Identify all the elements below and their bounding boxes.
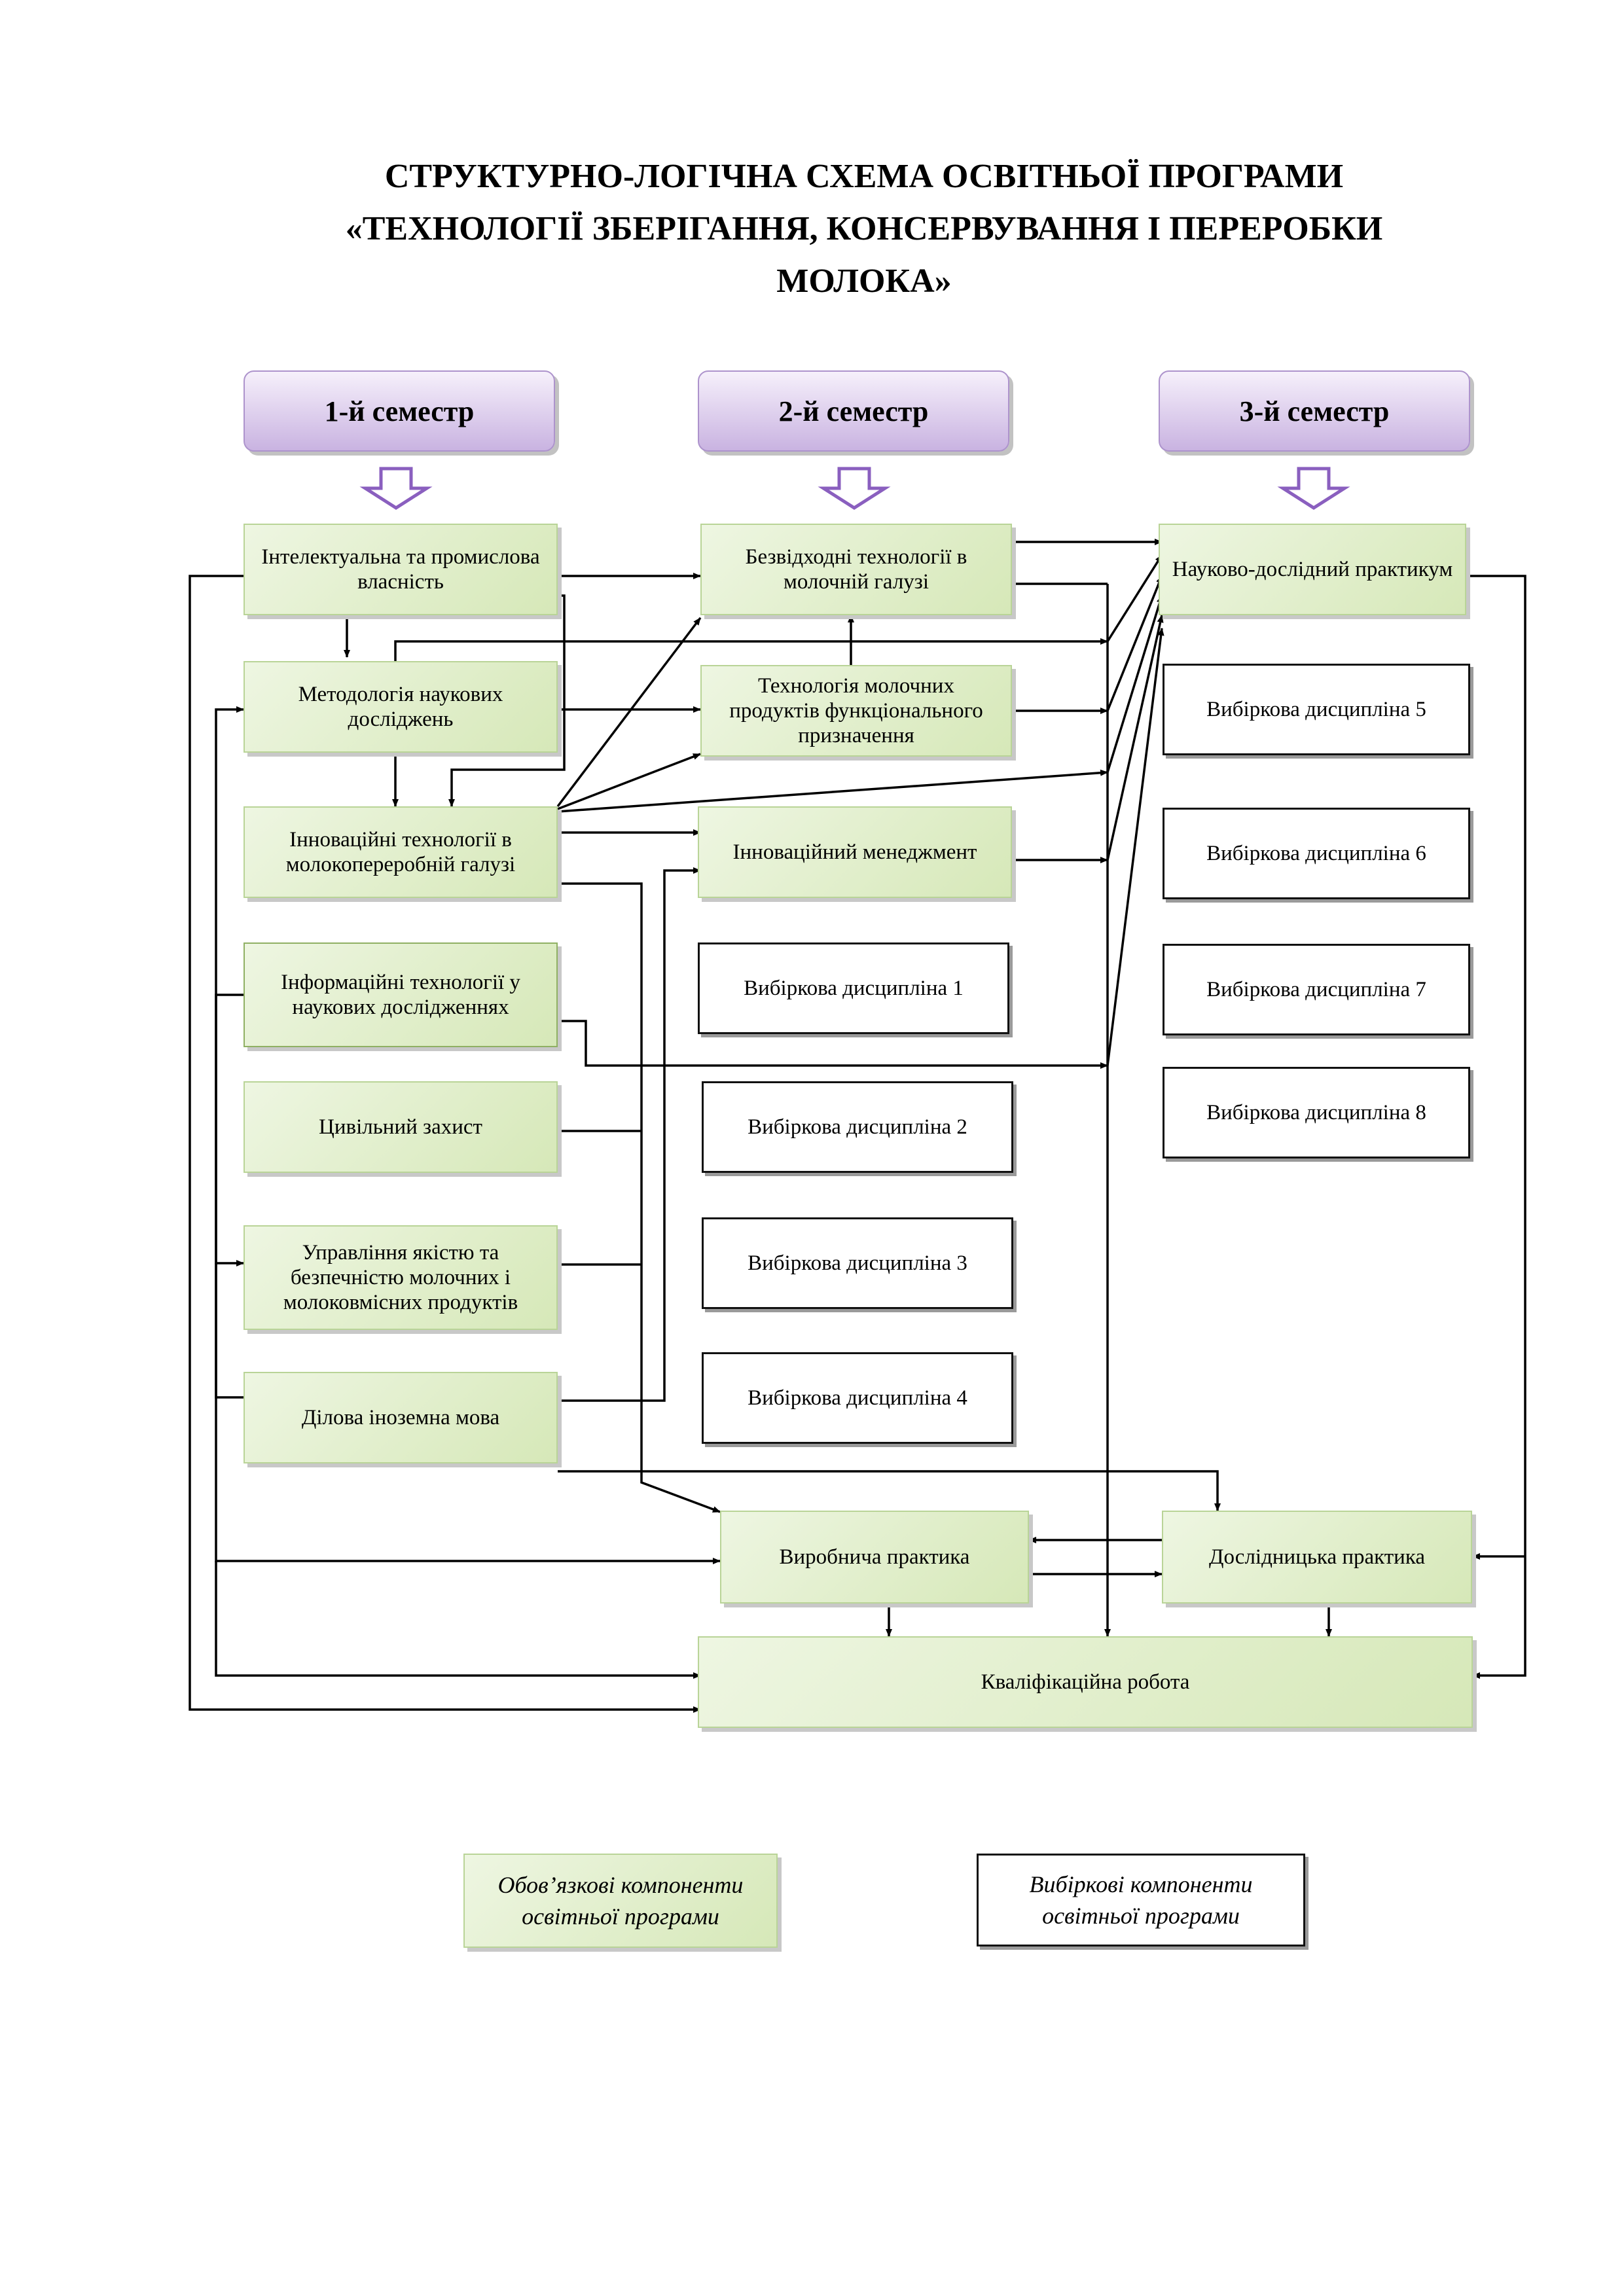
page-title-line-2: «ТЕХНОЛОГІЇ ЗБЕРІГАННЯ, КОНСЕРВУВАННЯ І … bbox=[345, 210, 1383, 247]
elective-course-2: Вибіркова дисципліна 2 bbox=[702, 1081, 1013, 1173]
course-intellectual-property: Інтелектуальна та промислова власність bbox=[244, 524, 558, 615]
elective-course-3: Вибіркова дисципліна 3 bbox=[702, 1217, 1013, 1309]
course-innovation-management: Інноваційний менеджмент bbox=[698, 806, 1012, 898]
course-quality-management: Управління якістю та безпечністю молочни… bbox=[244, 1225, 558, 1330]
course-information-technologies: Інформаційні технології у наукових дослі… bbox=[244, 942, 558, 1047]
course-foreign-language: Ділова іноземна мова bbox=[244, 1372, 558, 1463]
qualification-work: Кваліфікаційна робота bbox=[698, 1636, 1473, 1728]
course-research-methodology: Методологія наукових досліджень bbox=[244, 661, 558, 753]
semester-3-header: 3-й семестр bbox=[1159, 370, 1470, 452]
elective-course-8: Вибіркова дисципліна 8 bbox=[1163, 1067, 1470, 1158]
page-title-line-1: СТРУКТУРНО-ЛОГІЧНА СХЕМА ОСВІТНЬОЇ ПРОГР… bbox=[384, 158, 1344, 195]
semester-3-down-arrow bbox=[1277, 467, 1350, 510]
elective-course-7: Вибіркова дисципліна 7 bbox=[1163, 944, 1470, 1035]
elective-course-4: Вибіркова дисципліна 4 bbox=[702, 1352, 1013, 1444]
course-functional-dairy-products: Технологія молочних продуктів функціонал… bbox=[700, 665, 1012, 757]
course-wasteless-technologies: Безвідходні технології в молочній галузі bbox=[700, 524, 1012, 615]
semester-1-header: 1-й семестр bbox=[244, 370, 555, 452]
semester-2-down-arrow bbox=[818, 467, 891, 510]
semester-2-header: 2-й семестр bbox=[698, 370, 1009, 452]
page-title-line-3: МОЛОКА» bbox=[776, 262, 952, 300]
course-innovative-technologies: Інноваційні технології в молокопереробні… bbox=[244, 806, 558, 898]
research-practice: Дослідницька практика bbox=[1162, 1511, 1472, 1604]
semester-1-down-arrow bbox=[359, 467, 433, 510]
legend-elective: Вибіркові компоненти освітньої програми bbox=[977, 1854, 1305, 1946]
industrial-practice: Виробнича практика bbox=[720, 1511, 1029, 1604]
course-civil-protection: Цивільний захист bbox=[244, 1081, 558, 1173]
elective-course-6: Вибіркова дисципліна 6 bbox=[1163, 808, 1470, 899]
legend-mandatory: Обов’язкові компоненти освітньої програм… bbox=[463, 1854, 778, 1948]
course-research-workshop: Науково-дослідний практикум bbox=[1159, 524, 1466, 615]
elective-course-5: Вибіркова дисципліна 5 bbox=[1163, 664, 1470, 755]
elective-course-1: Вибіркова дисципліна 1 bbox=[698, 942, 1009, 1034]
